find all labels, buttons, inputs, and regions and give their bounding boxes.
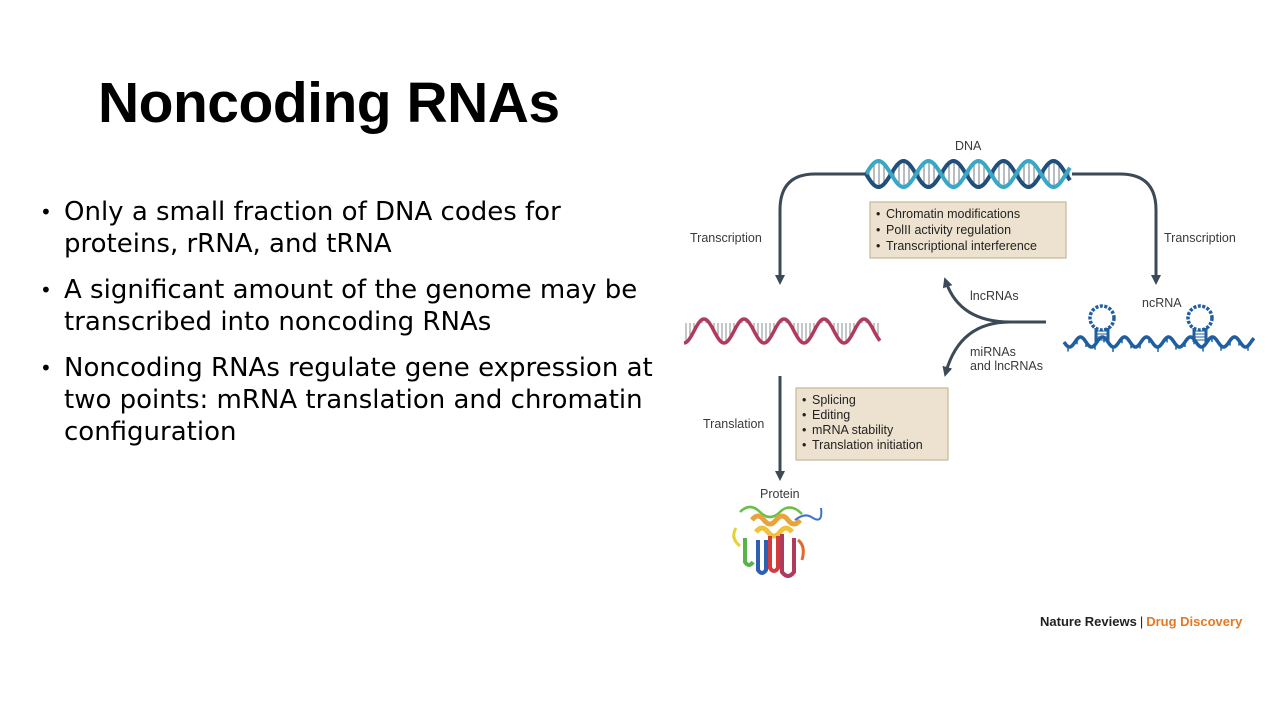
translation-item: Editing <box>812 408 850 422</box>
mirnas-label: miRNAs <box>970 345 1016 359</box>
box-bullet: • <box>802 423 806 437</box>
ncrna-backbone <box>1062 335 1256 349</box>
chromatin-item: Chromatin modifications <box>886 207 1020 221</box>
hairpin-loop <box>1186 304 1214 332</box>
transcription-left-arrow <box>775 172 866 285</box>
bullet-list: • Only a small fraction of DNA codes for … <box>40 196 680 462</box>
ncrna-label: ncRNA <box>1142 296 1182 310</box>
transcription-right-label: Transcription <box>1164 231 1236 245</box>
bullet-dot: • <box>40 278 52 302</box>
dna-helix <box>864 159 1072 189</box>
bullet-dot: • <box>40 200 52 224</box>
chromatin-item: Transcriptional interference <box>886 239 1037 253</box>
transcription-right-arrow <box>1072 172 1161 285</box>
credit-journal: Drug Discovery <box>1146 614 1243 629</box>
translation-item: mRNA stability <box>812 423 894 437</box>
bullet-text: A significant amount of the genome may b… <box>64 275 638 337</box>
dna-strand-light <box>864 159 1072 189</box>
chromatin-effects-box: • Chromatin modifications • PolII activi… <box>869 201 1067 259</box>
bullet-text: Noncoding RNAs regulate gene expression … <box>64 353 653 447</box>
bullet-item: • A significant amount of the genome may … <box>40 274 680 338</box>
box-bullet: • <box>876 239 880 253</box>
dna-label: DNA <box>955 139 982 153</box>
translation-effects-box: • Splicing • Editing • mRNA stability • … <box>795 387 949 461</box>
hairpin-loop <box>1088 304 1116 332</box>
bullet-dot: • <box>40 356 52 380</box>
slide-title: Noncoding RNAs <box>98 71 560 135</box>
credit-publisher: Nature Reviews <box>1040 614 1137 629</box>
box-bullet: • <box>802 438 806 452</box>
mrna-wave <box>683 317 882 345</box>
chromatin-item: PolII activity regulation <box>886 223 1011 237</box>
ncrna-structure <box>1062 304 1256 352</box>
translation-label: Translation <box>703 417 764 431</box>
dna-strand-dark <box>864 159 1072 189</box>
credit-separator: | <box>1139 614 1144 629</box>
bullet-item: • Noncoding RNAs regulate gene expression… <box>40 352 680 448</box>
protein-label: Protein <box>760 487 800 501</box>
bullet-text: Only a small fraction of DNA codes for p… <box>64 197 561 259</box>
box-bullet: • <box>876 207 880 221</box>
mirna-arrow <box>942 320 1011 377</box>
translation-item: Splicing <box>812 393 856 407</box>
lncrnas-label: lncRNAs <box>970 289 1019 303</box>
box-bullet: • <box>802 408 806 422</box>
protein-structure <box>732 505 823 578</box>
transcription-left-label: Transcription <box>690 231 762 245</box>
ncrna-diagram: DNA Transcription Transcription • Chroma… <box>683 139 1256 578</box>
mirnas-label-line2: and lncRNAs <box>970 359 1043 373</box>
box-bullet: • <box>876 223 880 237</box>
bullet-item: • Only a small fraction of DNA codes for … <box>40 196 680 260</box>
box-bullet: • <box>802 393 806 407</box>
figure-credit: Nature Reviews|Drug Discovery <box>1040 614 1242 629</box>
translation-item: Translation initiation <box>812 438 923 452</box>
regulation-branch <box>942 277 1046 377</box>
ncrna-hairpin-loops <box>1088 304 1214 332</box>
mrna-strand <box>683 317 882 345</box>
